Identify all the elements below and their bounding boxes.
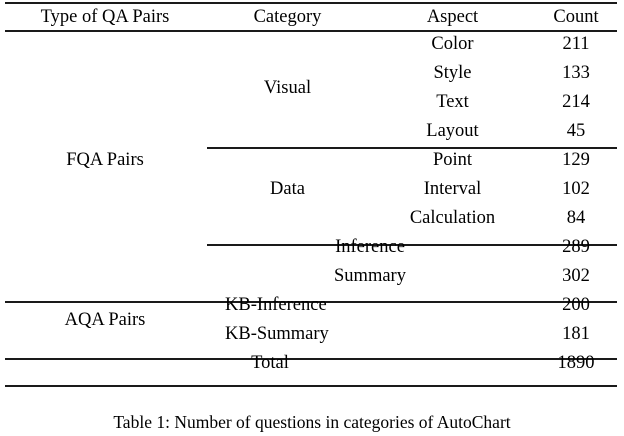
count-layout: 45 [566,121,586,142]
count-kb-summary: 181 [562,324,590,345]
group-label-aqa: AQA Pairs [64,309,146,330]
category-label-visual: Visual [263,77,312,98]
table-row: Calculation 84 [5,204,617,233]
table-rule-header [5,30,617,32]
aspect-text: Text [436,92,469,113]
table-header-row: Type of QA Pairs Category Aspect Count [5,4,617,30]
column-header-count: Count [553,6,599,27]
table-rule-after-aqa [5,358,617,360]
category-label-data: Data [270,179,305,200]
aspect-calculation: Calculation [409,208,496,229]
table-row-total: Total 1890 [5,349,617,378]
category-label-inference: Inference [335,237,405,258]
table-row: FQA Pairs Visual Color 211 [5,30,617,170]
count-calculation: 84 [566,208,586,229]
table-row: Style 133 [5,59,617,88]
count-summary: 302 [562,266,590,287]
category-label-kb-summary: KB-Summary [225,324,329,345]
category-label-summary: Summary [334,266,406,287]
table-rule-top [5,2,617,4]
aspect-layout: Layout [426,121,479,142]
qa-pairs-table: Type of QA Pairs Category Aspect Count F… [5,4,617,378]
table-rule-bottom [5,385,617,387]
aspect-interval: Interval [423,179,482,200]
table-rule-after-data [207,244,617,246]
count-inference: 289 [562,237,590,258]
table-row: AQA Pairs KB-Inference 200 [5,291,617,329]
table-rule-after-fqa [5,301,617,303]
table-row: Interval 102 [5,175,617,204]
aspect-point: Point [432,150,473,171]
count-style: 133 [562,63,590,84]
category-label-kb-inference: KB-Inference [225,295,327,316]
count-interval: 102 [562,179,590,200]
total-label: Total [251,353,289,374]
column-header-aspect: Aspect [426,6,479,27]
table-rule-after-visual [207,147,617,149]
table-row: Layout 45 [5,117,617,146]
table-row: Inference 289 [5,233,617,262]
group-label-fqa: FQA Pairs [66,150,144,171]
table-row: Text 214 [5,88,617,117]
aspect-style: Style [433,63,472,84]
count-point: 129 [562,150,590,171]
count-text: 214 [562,92,590,113]
figure-caption: Table 1: Number of questions in categori… [113,412,511,432]
count-kb-inference: 200 [562,295,590,316]
total-count: 1890 [557,353,595,374]
table-row: Data Point 129 [5,146,617,199]
aspect-color: Color [431,34,474,55]
count-color: 211 [562,34,590,55]
column-header-type: Type of QA Pairs [40,6,170,27]
table-row: KB-Summary 181 [5,320,617,349]
table-row: Summary 302 [5,262,617,291]
column-header-category: Category [253,6,322,27]
